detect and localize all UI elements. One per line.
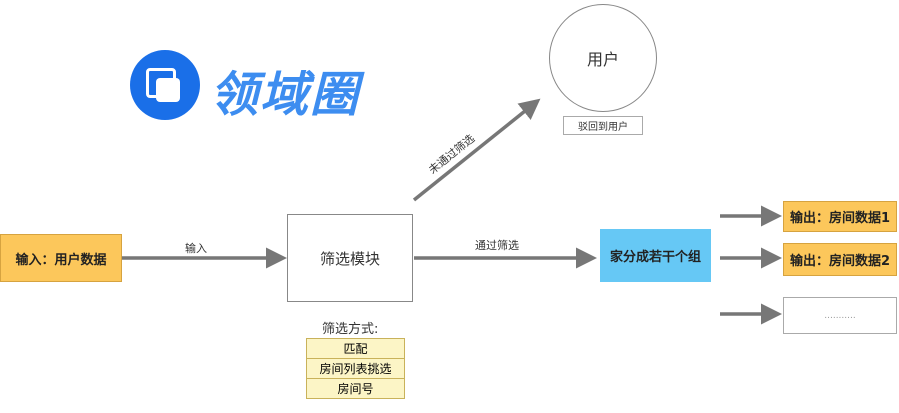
filter-method-item: 房间号 xyxy=(306,378,405,399)
filter-method-item: 匹配 xyxy=(306,338,405,359)
output-label: 输出：房间数据2 xyxy=(789,254,891,269)
output-box-1: 输出：房间数据1 xyxy=(783,201,897,232)
watermark-logo-icon xyxy=(130,50,200,120)
output-label: ........... xyxy=(824,310,856,321)
reject-label: 驳回到用户 xyxy=(578,122,628,133)
filter-methods-list: 匹配 房间列表挑选 房间号 xyxy=(306,338,405,399)
input-arrow-label: 输入 xyxy=(185,242,207,255)
filter-module-box: 筛选模块 xyxy=(287,214,413,302)
filter-module-label: 筛选模块 xyxy=(319,249,380,268)
watermark-text: 领域圈 xyxy=(210,67,361,123)
pass-arrow-label: 通过筛选 xyxy=(475,239,519,252)
output-box-2: 输出：房间数据2 xyxy=(783,243,897,276)
user-node-label: 用户 xyxy=(586,50,619,69)
reject-label-box: 驳回到用户 xyxy=(563,116,643,135)
input-data-box: 输入：用户数据 xyxy=(0,234,122,282)
user-node: 用户 xyxy=(549,4,657,112)
input-data-label: 输入：用户数据 xyxy=(15,252,107,268)
filter-method-item: 房间列表挑选 xyxy=(306,358,405,379)
grouping-box: 家分成若干个组 xyxy=(600,229,711,282)
filter-methods-title: 筛选方式: xyxy=(322,322,379,337)
output-box-more: ........... xyxy=(783,297,897,334)
grouping-label: 家分成若干个组 xyxy=(609,250,701,265)
output-label: 输出：房间数据1 xyxy=(789,211,891,226)
